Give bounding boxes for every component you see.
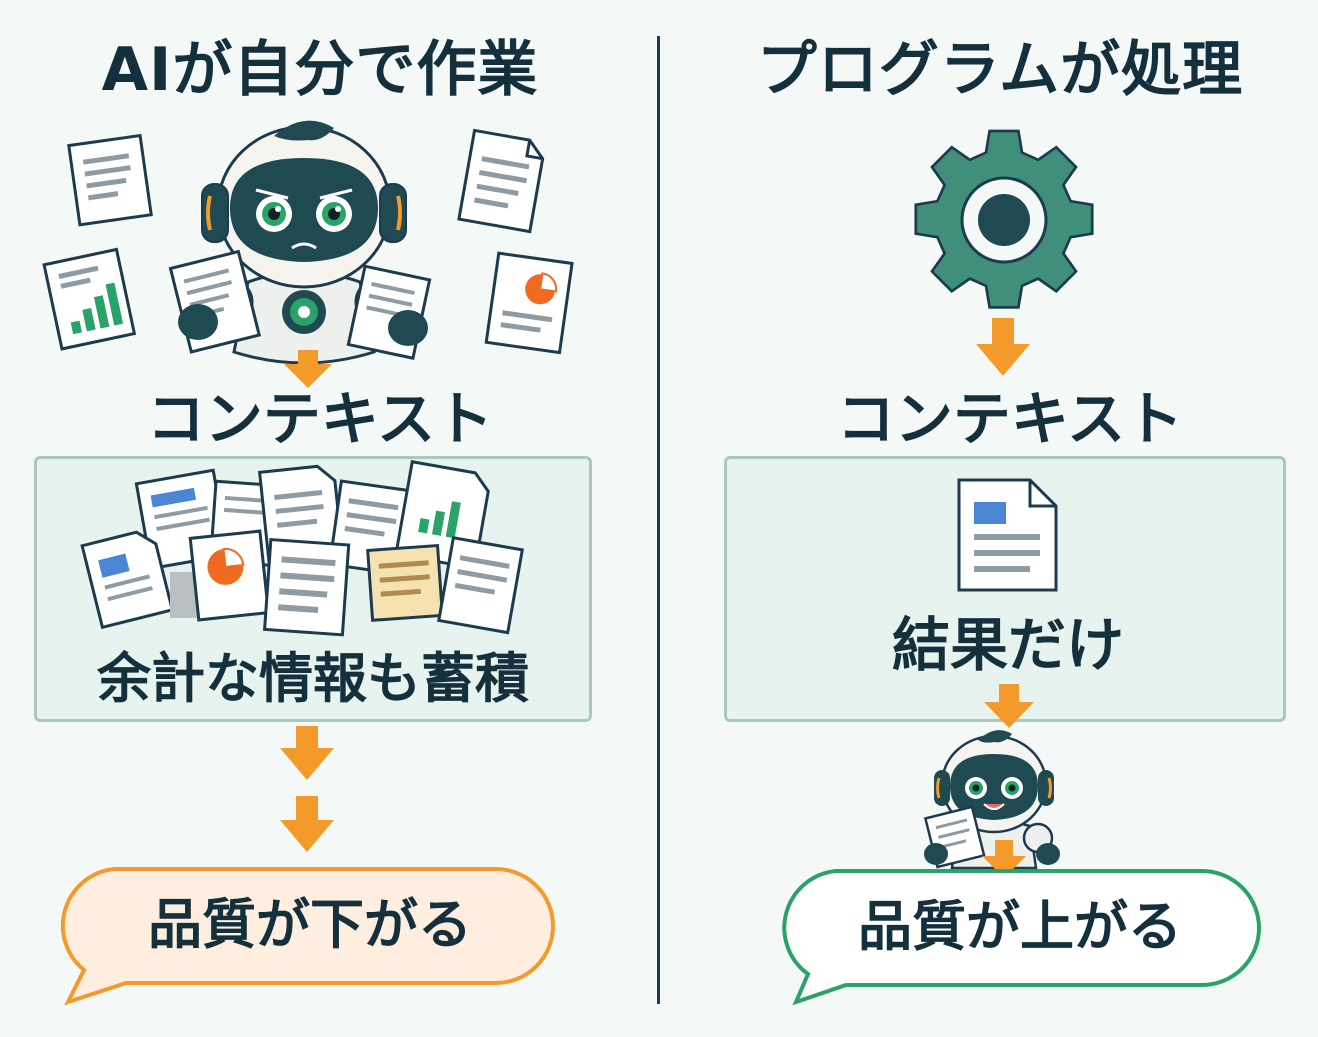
center-divider <box>657 36 660 1004</box>
speech-bubble <box>60 867 555 1006</box>
arrow-down-icon <box>280 726 334 780</box>
robot-icon <box>923 730 1060 870</box>
robot-icon <box>168 120 432 365</box>
right-context-label: コンテキスト <box>836 385 1184 453</box>
document-icon <box>957 478 1058 592</box>
left-panel-caption: 余計な情報も蓄積 <box>97 647 529 710</box>
right-panel-caption: 結果だけ <box>891 611 1124 679</box>
gear-icon <box>914 129 1094 309</box>
left-title: AIが自分で作業 <box>101 35 539 105</box>
left-context-label: コンテキスト <box>146 385 494 453</box>
arrow-down-icon <box>280 796 334 852</box>
arrow-down-icon <box>976 318 1030 376</box>
right-title: プログラムが処理 <box>756 35 1244 105</box>
arrow-down-icon <box>982 840 1026 878</box>
left-result: 品質が下がる <box>148 893 472 956</box>
document-icon <box>457 128 545 234</box>
document-pile <box>80 459 525 637</box>
arrow-down-icon <box>284 350 332 388</box>
pie-chart-document-icon <box>484 251 574 355</box>
bar-chart-document-icon <box>42 247 137 351</box>
speech-bubble <box>782 869 1261 1006</box>
document-icon <box>67 133 153 227</box>
right-result: 品質が上がる <box>858 895 1182 958</box>
arrow-down-icon <box>984 684 1034 728</box>
